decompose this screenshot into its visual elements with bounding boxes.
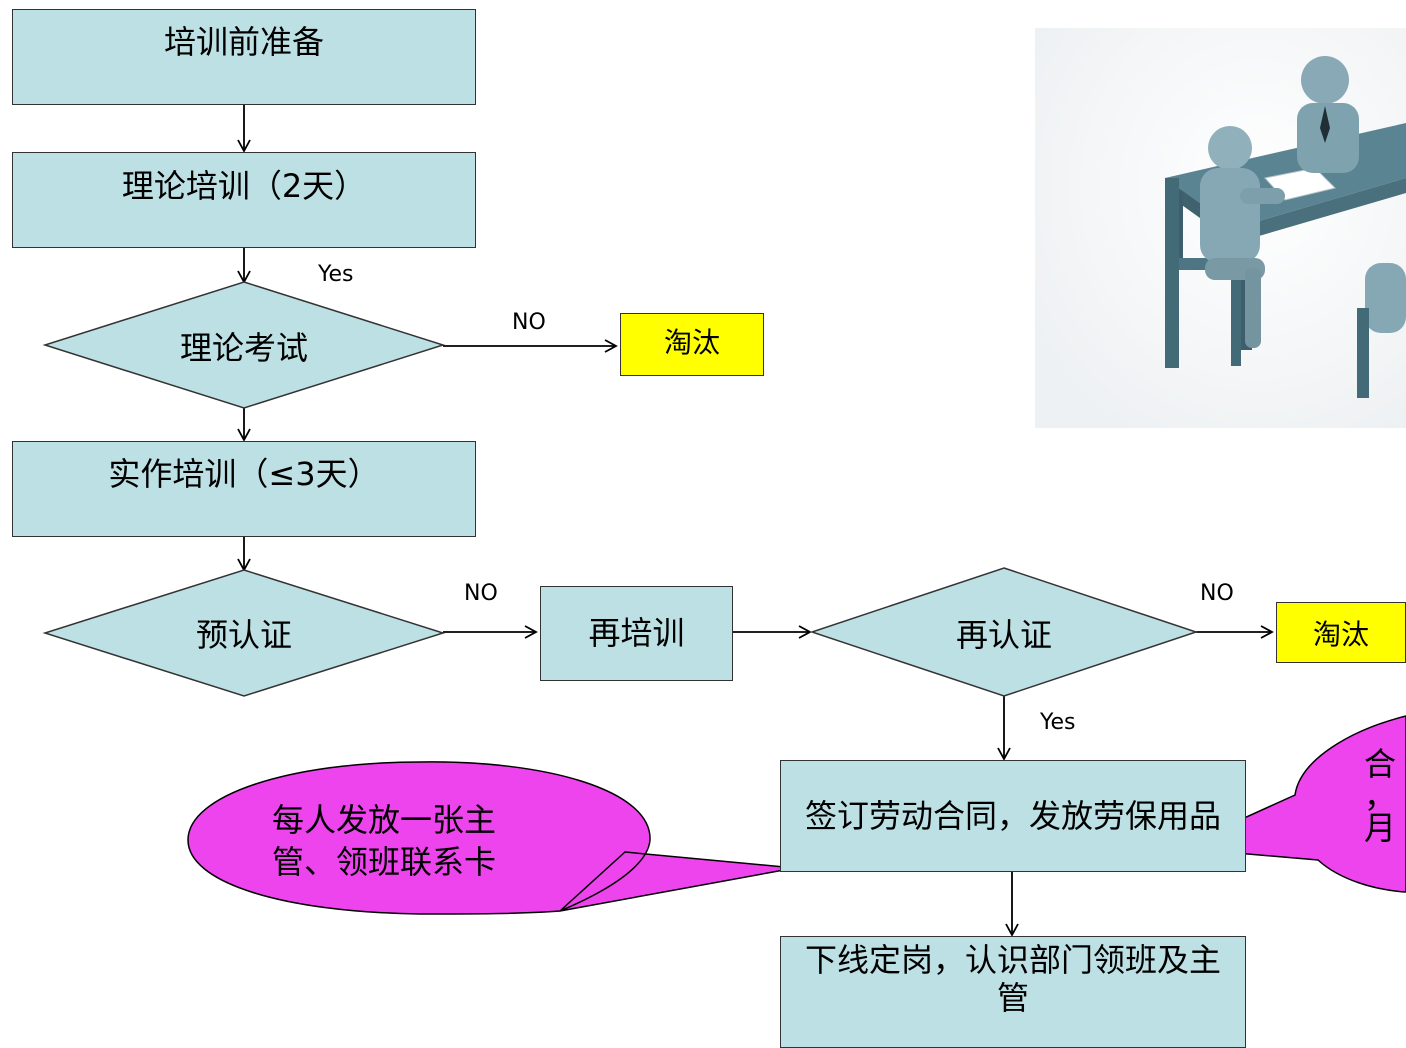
no-label-1: NO <box>512 310 546 335</box>
recert-diamond <box>809 567 1199 697</box>
yes-label-2: Yes <box>1040 710 1076 735</box>
eliminate-text-1: 淘汰 <box>663 325 720 359</box>
theory-exam-diamond <box>42 281 446 409</box>
theory-training-box: 理论培训（2天） <box>12 152 476 248</box>
callout-right-text: 合 ， 月 <box>1364 745 1397 847</box>
business-meeting-illustration <box>1035 28 1406 428</box>
assign-box: 下线定岗，认识部门领班及主管 <box>780 936 1246 1048</box>
callout-left-bubble <box>187 761 796 915</box>
theory-training-text: 理论培训（2天） <box>121 166 367 205</box>
assign-text: 下线定岗，认识部门领班及主管 <box>804 941 1221 1018</box>
eliminate-box-2: 淘汰 <box>1276 602 1406 663</box>
no-label-2: NO <box>464 581 498 606</box>
recert-text: 再认证 <box>812 605 1196 661</box>
contract-box: 签订劳动合同，发放劳保用品 <box>780 760 1246 872</box>
retrain-box: 再培训 <box>540 586 733 681</box>
eliminate-text-2: 淘汰 <box>1312 617 1369 651</box>
theory-exam-label: 理论考试 <box>179 329 308 367</box>
no-label-3: NO <box>1200 581 1234 606</box>
contract-text: 签订劳动合同，发放劳保用品 <box>804 796 1221 835</box>
eliminate-box-1: 淘汰 <box>620 313 764 376</box>
retrain-text: 再培训 <box>588 614 685 653</box>
theory-exam-text: 理论考试 <box>45 318 443 374</box>
pre-cert-diamond <box>42 569 446 697</box>
yes-label-1: Yes <box>318 262 354 287</box>
practical-training-text: 实作培训（≤3天） <box>108 454 380 493</box>
practical-training-box: 实作培训（≤3天） <box>12 441 476 537</box>
prep-box: 培训前准备 <box>12 9 476 105</box>
prep-text: 培训前准备 <box>163 22 324 61</box>
recert-label: 再认证 <box>955 616 1052 654</box>
pre-cert-text: 预认证 <box>45 605 443 661</box>
callout-left-text: 每人发放一张主 管、领班联系卡 <box>272 801 497 881</box>
pre-cert-label: 预认证 <box>195 616 292 654</box>
